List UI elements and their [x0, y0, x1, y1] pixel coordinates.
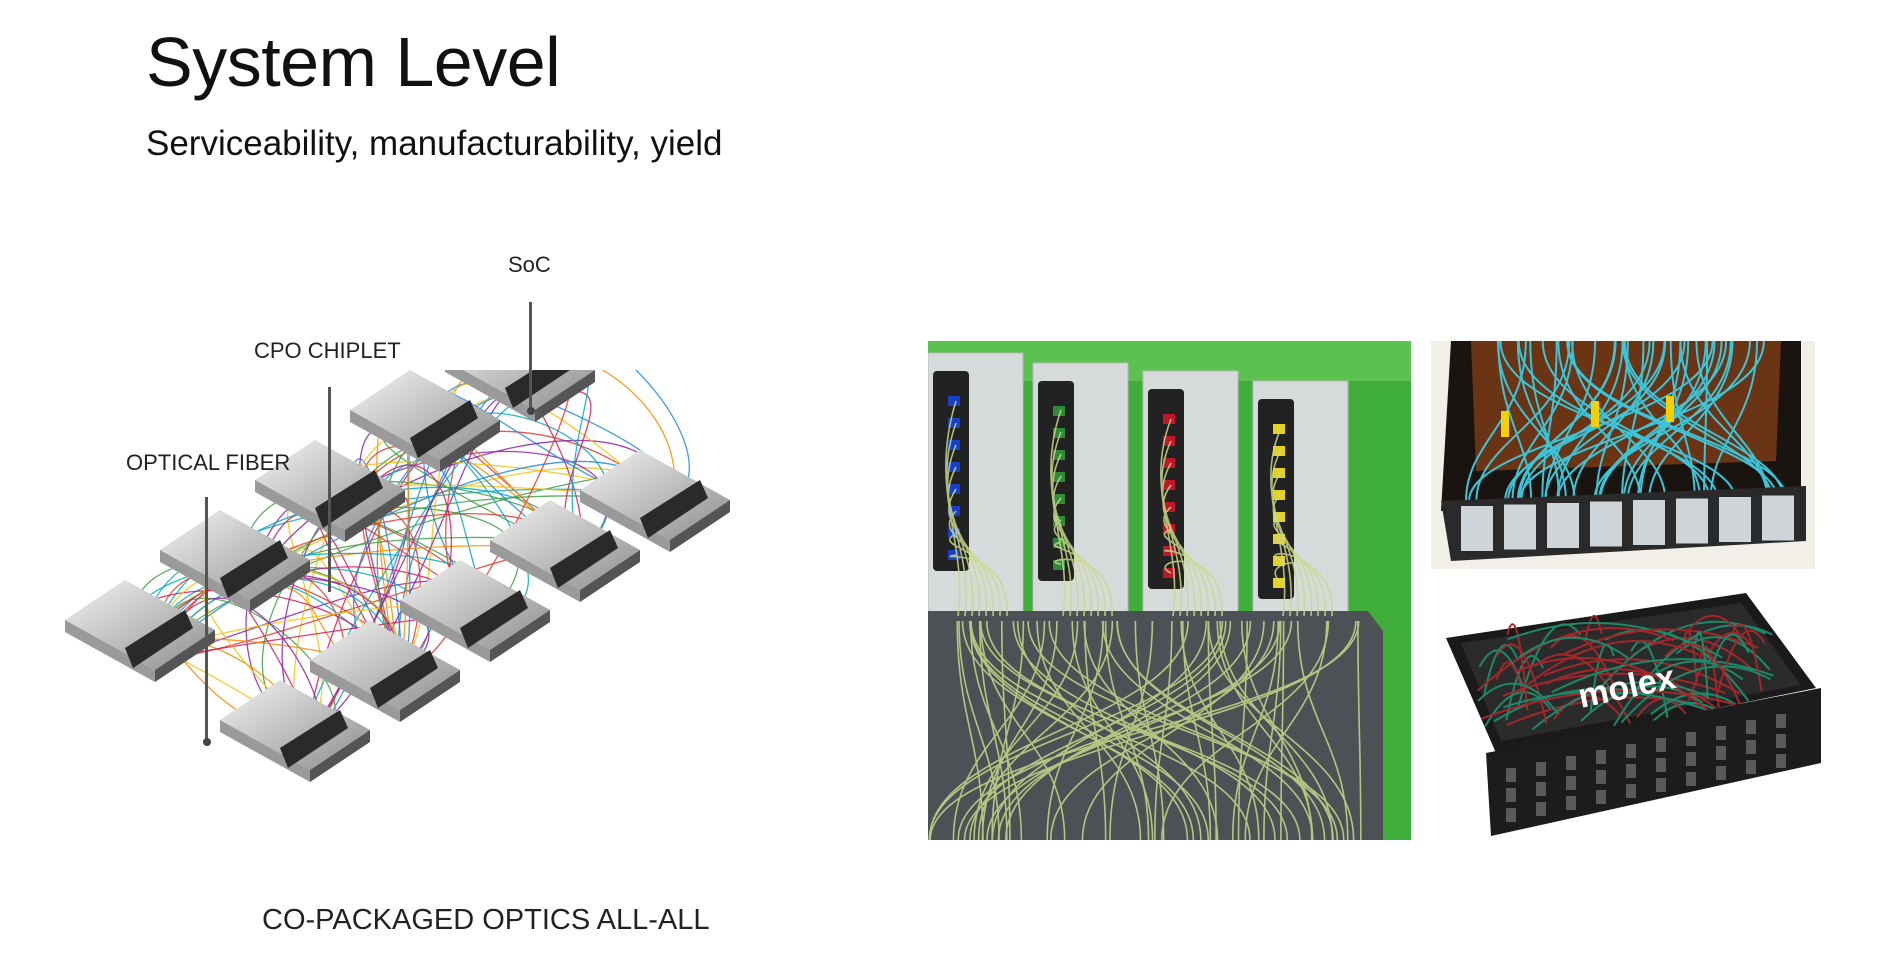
diagram-caption: CO-PACKAGED OPTICS ALL-ALL — [262, 904, 710, 936]
fiber-chassis-photo — [1431, 341, 1815, 569]
soc-package — [160, 510, 310, 612]
optical-fiber-leader-dot — [203, 738, 211, 746]
remote-chip-package — [400, 560, 550, 662]
molex-chassis-photo: molex — [1446, 593, 1828, 836]
slide-title: System Level — [146, 23, 561, 101]
soc-package — [65, 580, 215, 682]
label-soc: SoC — [508, 252, 551, 277]
cpo-all-all-diagram — [65, 370, 730, 782]
remote-chip-package — [580, 450, 730, 552]
soc-leader-line — [529, 302, 532, 412]
cpo-chiplet-leader-line — [328, 387, 331, 592]
soc-package — [350, 370, 500, 472]
remote-chip-package — [490, 500, 640, 602]
label-cpo-chiplet: CPO CHIPLET — [254, 338, 401, 363]
remote-chip-package — [220, 680, 370, 782]
slide-subtitle: Serviceability, manufacturability, yield — [146, 124, 723, 163]
soc-leader-dot — [527, 407, 535, 415]
label-optical-fiber: OPTICAL FIBER — [126, 450, 291, 475]
fiber-shuffle-photo — [928, 341, 1411, 840]
remote-chip-package — [310, 620, 460, 722]
optical-fiber-leader-line — [205, 497, 208, 742]
